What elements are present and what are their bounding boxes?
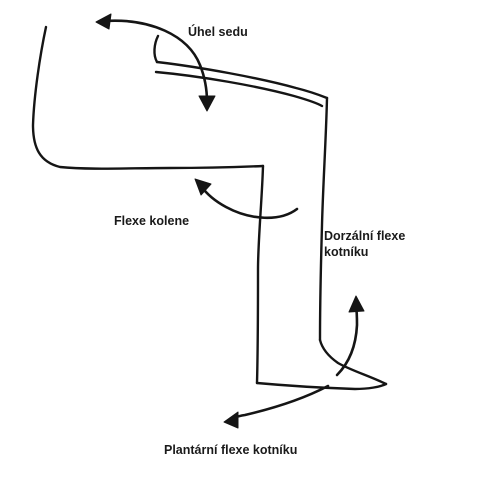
plantarflexion-arrowhead xyxy=(224,412,238,428)
buttock-thigh-back-line xyxy=(33,27,263,169)
calf-line xyxy=(257,166,263,383)
knee-flexion-label: Flexe kolene xyxy=(114,213,189,229)
knee-flexion-arrowhead xyxy=(195,179,211,195)
ankle-dorsiflexion-label-line2: kotníku xyxy=(324,244,405,260)
ankle-dorsiflexion-label-line1: Dorzální flexe xyxy=(324,228,405,244)
hip-line xyxy=(154,36,158,62)
thigh-top-outer-line xyxy=(157,62,327,98)
sit-angle-arrowhead-left xyxy=(96,14,111,29)
sit-angle-label: Úhel sedu xyxy=(188,24,248,40)
ankle-plantarflexion-label: Plantární flexe kotníku xyxy=(164,442,297,458)
ankle-dorsiflexion-label: Dorzální flexe kotníku xyxy=(324,228,405,260)
plantarflexion-arrow-curve xyxy=(230,386,328,419)
knee-flexion-arrow-curve xyxy=(201,186,297,218)
sit-angle-arrowhead-down xyxy=(199,96,215,111)
shin-line xyxy=(320,98,327,340)
dorsiflexion-arrowhead xyxy=(349,296,364,312)
